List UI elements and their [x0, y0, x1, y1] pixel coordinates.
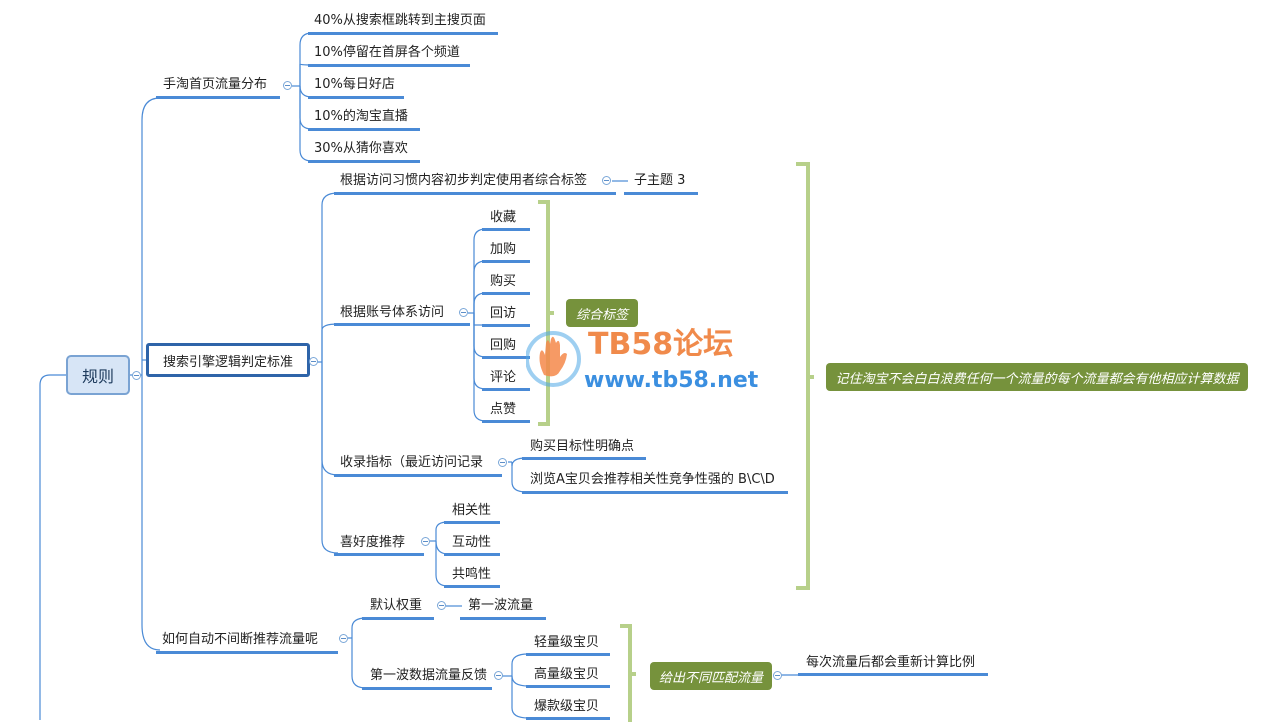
match-traffic-label: 给出不同匹配流量	[658, 670, 763, 686]
sub4-item[interactable]: 共鸣性	[452, 567, 492, 582]
tag-child[interactable]: 每次流量后都会重新计算比例	[806, 655, 976, 670]
item-underline	[334, 474, 502, 477]
branch1-item[interactable]: 10%的淘宝直播	[314, 109, 408, 124]
combined-tag-label: 综合标签	[575, 307, 628, 323]
summary-brace-small	[538, 200, 554, 426]
item-underline	[522, 491, 788, 494]
sub2-item[interactable]: 回访	[490, 306, 517, 321]
watermark-url: www.tb58.net	[584, 368, 759, 393]
collapse-b3sub1-icon[interactable]	[437, 601, 446, 610]
item-underline	[624, 192, 698, 195]
item-underline	[460, 617, 546, 620]
item-underline	[362, 687, 492, 690]
collapse-b3sub2-icon[interactable]	[494, 671, 503, 680]
item-underline	[482, 292, 530, 295]
branch1-item[interactable]: 30%从猜你喜欢	[314, 141, 408, 156]
sub4-item[interactable]: 互动性	[452, 535, 492, 550]
item-underline	[482, 324, 530, 327]
collapse-sub2-icon[interactable]	[459, 308, 468, 317]
summary-label: 记住淘宝不会白白浪费任何一个流量的每个流量都会有他相应计算数据	[835, 371, 1239, 387]
sub1-child[interactable]: 子主题 3	[634, 173, 686, 188]
item-underline	[444, 585, 500, 588]
item-underline	[308, 96, 404, 99]
item-underline	[308, 128, 420, 131]
item-underline	[522, 457, 646, 460]
sub2-item[interactable]: 购买	[490, 274, 517, 289]
branch3-label[interactable]: 如何自动不间断推荐流量呢	[162, 632, 319, 647]
item-underline	[482, 420, 530, 423]
summary-brace-large	[796, 162, 814, 590]
b3sub2-item[interactable]: 轻量级宝贝	[534, 635, 600, 650]
sub3-item[interactable]: 购买目标性明确点	[530, 439, 635, 454]
branch2-node-selected[interactable]: 搜索引擎逻辑判定标准	[146, 343, 310, 377]
branch2-label: 搜索引擎逻辑判定标准	[162, 354, 293, 370]
branch3-sub2-label[interactable]: 第一波数据流量反馈	[370, 668, 488, 683]
item-underline	[482, 388, 530, 391]
b3sub2-item[interactable]: 高量级宝贝	[534, 667, 600, 682]
sub2-item[interactable]: 收藏	[490, 210, 517, 225]
sub2-item[interactable]: 回购	[490, 338, 517, 353]
item-underline	[798, 673, 988, 676]
item-underline	[334, 192, 616, 195]
tb58-watermark	[525, 327, 582, 395]
sub2-item[interactable]: 评论	[490, 370, 517, 385]
item-underline	[362, 617, 434, 620]
item-underline	[308, 160, 420, 163]
item-underline	[334, 553, 424, 556]
branch1-underline	[156, 96, 280, 99]
item-underline	[444, 553, 500, 556]
combined-tag-summary[interactable]: 综合标签	[566, 299, 638, 327]
branch1-label[interactable]: 手淘首页流量分布	[163, 77, 268, 92]
collapse-tag-icon[interactable]	[773, 671, 782, 680]
collapse-branch1-icon[interactable]	[283, 81, 292, 90]
branch2-sub3-label[interactable]: 收录指标（最近访问记录	[340, 455, 484, 470]
collapse-root-icon[interactable]	[132, 371, 141, 380]
item-underline	[334, 323, 470, 326]
b3sub2-item[interactable]: 爆款级宝贝	[534, 699, 600, 714]
sub2-item[interactable]: 点赞	[490, 402, 517, 417]
collapse-sub3-icon[interactable]	[498, 458, 507, 467]
item-underline	[482, 228, 530, 231]
traffic-summary-note[interactable]: 记住淘宝不会白白浪费任何一个流量的每个流量都会有他相应计算数据	[826, 363, 1248, 391]
item-underline	[482, 356, 530, 359]
sub2-item[interactable]: 加购	[490, 242, 517, 257]
branch3-sub1-label[interactable]: 默认权重	[370, 598, 423, 613]
item-underline	[526, 653, 610, 656]
root-node[interactable]: 规则	[66, 355, 130, 395]
item-underline	[482, 260, 530, 263]
collapse-branch3-icon[interactable]	[339, 634, 348, 643]
item-underline	[308, 64, 470, 67]
branch2-sub4-label[interactable]: 喜好度推荐	[340, 535, 406, 550]
match-traffic-summary[interactable]: 给出不同匹配流量	[650, 662, 772, 690]
sub3-item[interactable]: 浏览A宝贝会推荐相关性竞争性强的 B\C\D	[530, 472, 775, 487]
branch1-item[interactable]: 10%每日好店	[314, 77, 395, 92]
branch1-item[interactable]: 10%停留在首屏各个频道	[314, 45, 460, 60]
watermark-title: TB58论坛	[588, 327, 734, 362]
summary-brace-bottom	[620, 624, 636, 722]
branch2-sub2-label[interactable]: 根据账号体系访问	[340, 305, 445, 320]
collapse-sub1-icon[interactable]	[602, 176, 611, 185]
item-underline	[526, 685, 610, 688]
collapse-branch2-icon[interactable]	[309, 357, 318, 366]
sub4-item[interactable]: 相关性	[452, 503, 492, 518]
hand-logo-icon	[525, 331, 581, 387]
root-label: 规则	[81, 367, 114, 386]
collapse-sub4-icon[interactable]	[421, 537, 430, 546]
item-underline	[444, 521, 500, 524]
item-underline	[156, 651, 338, 654]
b3sub1-child[interactable]: 第一波流量	[468, 598, 534, 613]
branch1-item[interactable]: 40%从搜索框跳转到主搜页面	[314, 13, 486, 28]
branch2-sub1-label[interactable]: 根据访问习惯内容初步判定使用者综合标签	[340, 173, 588, 188]
item-underline	[526, 717, 610, 720]
item-underline	[308, 32, 498, 35]
